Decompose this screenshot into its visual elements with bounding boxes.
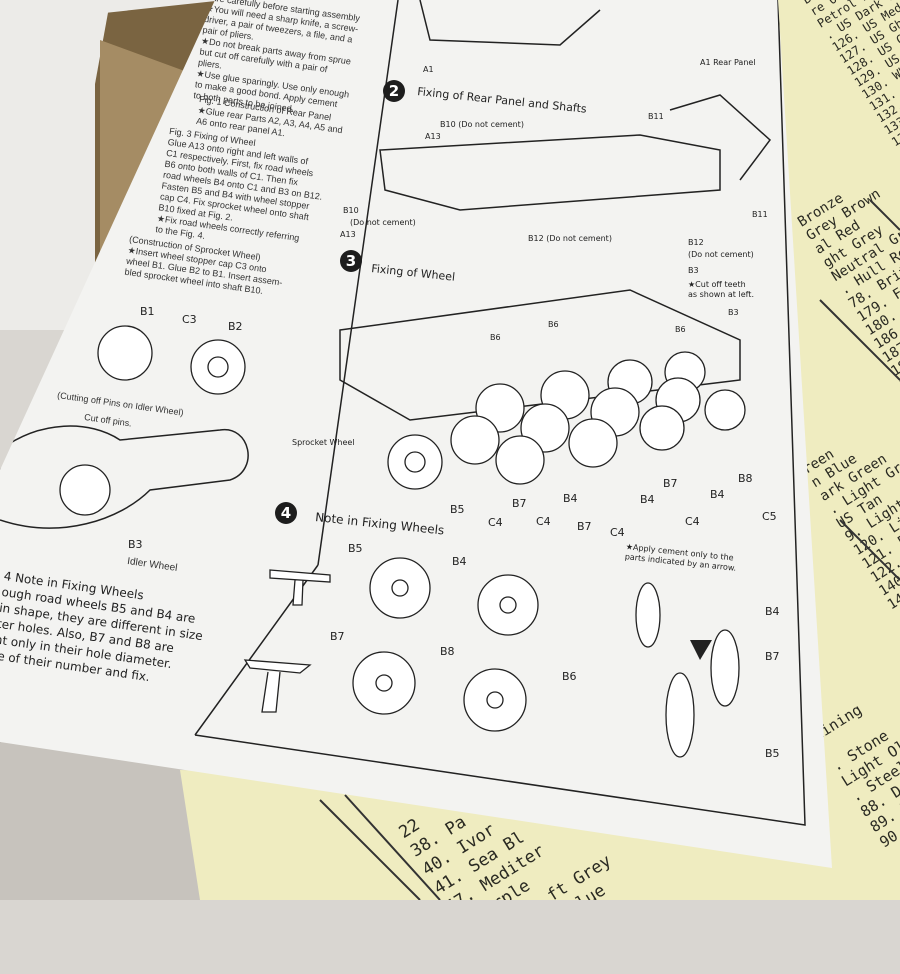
part-label: B12 (Do not cement) — [528, 234, 612, 243]
part-label: B7 — [512, 497, 527, 510]
part-label: B4 — [452, 555, 467, 568]
step-4-badge: 4 — [275, 502, 297, 524]
wheel-hull-diagram — [339, 289, 741, 421]
road-wheels — [59, 325, 746, 758]
part-label: C4 — [685, 515, 700, 528]
instruction-diagrams — [0, 0, 806, 826]
part-label: B4 — [563, 492, 578, 505]
part-label: B7 — [663, 477, 678, 490]
part-label: B12 — [688, 238, 704, 247]
part-label: B6 — [562, 670, 577, 683]
part-label: B8 — [738, 472, 753, 485]
part-label: B3 — [688, 266, 699, 275]
part-label: B6 — [675, 325, 686, 334]
part-label: B6 — [490, 333, 501, 342]
part-label: B8 — [440, 645, 455, 658]
part-label: Sprocket Wheel — [292, 438, 355, 447]
step-2-badge: 2 — [383, 80, 405, 102]
idler-part-label: B3 — [128, 538, 143, 551]
part-label: B11 — [648, 112, 664, 121]
part-label: B10 — [343, 206, 359, 215]
part-label: B1 — [140, 305, 155, 318]
part-label: C4 — [610, 526, 625, 539]
part-label: A1 Rear Panel — [700, 58, 756, 67]
part-label: B6 — [548, 320, 559, 329]
paint-chart-grid — [319, 199, 900, 900]
part-label: C5 — [762, 510, 777, 523]
arrow-icon — [690, 640, 712, 660]
part-label: B2 — [228, 320, 243, 333]
part-label: A13 — [425, 132, 441, 141]
hands-illustration — [0, 425, 249, 529]
part-label: C4 — [536, 515, 551, 528]
fig3-text: Fig. 3 Fixing of Wheel Glue A13 onto rig… — [154, 126, 323, 244]
part-label: B3 — [728, 308, 739, 317]
hull-diagram — [379, 134, 721, 211]
part-label: (Do not cement) — [350, 218, 416, 227]
part-label: C3 — [182, 313, 197, 326]
part-label: B4 — [640, 493, 655, 506]
part-label: B7 — [577, 520, 592, 533]
part-label: B7 — [765, 650, 780, 663]
part-label: B5 — [765, 747, 780, 760]
part-label: B4 — [710, 488, 725, 501]
part-label: (Do not cement) — [688, 250, 754, 259]
part-note: ★Cut off teeth as shown at left. — [688, 280, 754, 299]
part-label: B4 — [765, 605, 780, 618]
part-label: B5 — [348, 542, 363, 555]
part-label: A13 — [340, 230, 356, 239]
part-label: B10 (Do not cement) — [440, 120, 524, 129]
part-label: B5 — [450, 503, 465, 516]
part-label: B7 — [330, 630, 345, 643]
part-label: C4 — [488, 516, 503, 529]
step-3-badge: 3 — [340, 250, 362, 272]
part-label: B11 — [752, 210, 768, 219]
part-label: A1 — [423, 65, 434, 74]
